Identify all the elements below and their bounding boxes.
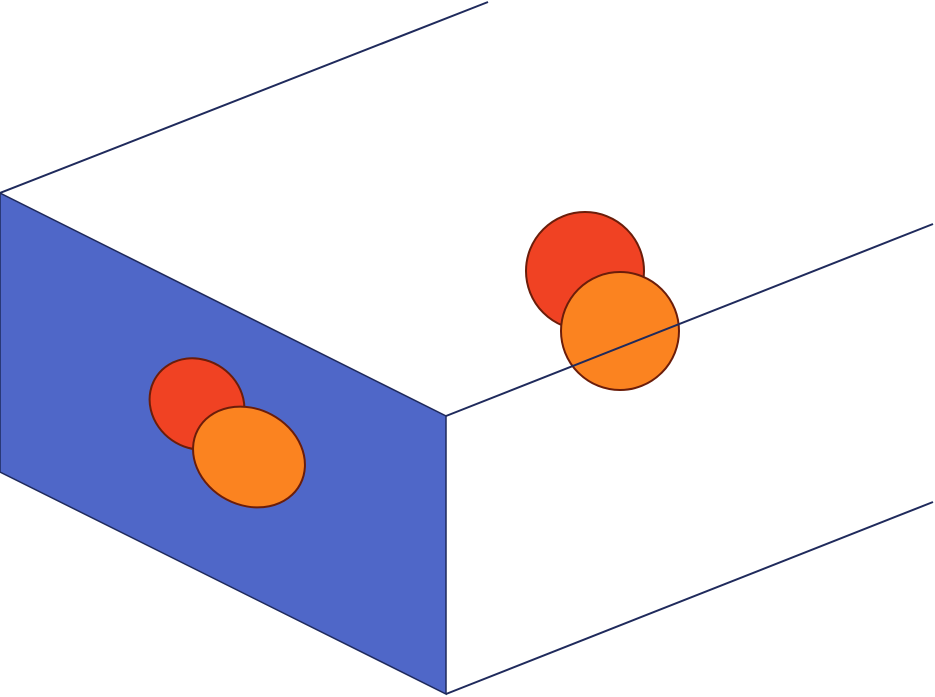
top-back-edge — [0, 1, 489, 194]
orange-dot-top — [560, 271, 680, 391]
orange-dot-front — [192, 405, 306, 509]
top-right-edge — [445, 223, 934, 417]
bottom-right-edge — [445, 501, 934, 695]
